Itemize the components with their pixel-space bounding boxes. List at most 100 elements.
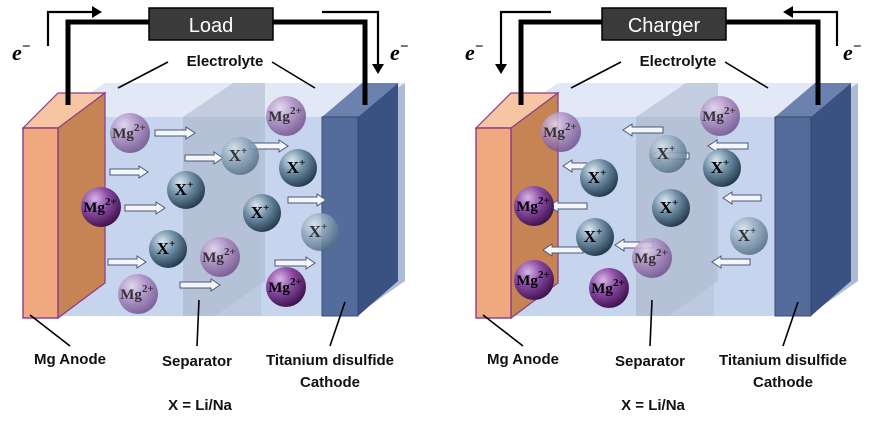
x-ion: X+	[652, 189, 690, 227]
ion-charge: +	[263, 202, 269, 214]
ion-charge: 2+	[538, 269, 550, 281]
ion-charge: +	[596, 226, 602, 238]
electron-sign: −	[400, 39, 409, 55]
ion-label: Mg2+	[112, 122, 145, 142]
electron-arrowhead-right	[783, 6, 793, 18]
mg-ion: Mg2+	[81, 187, 121, 227]
ion-charge: 2+	[538, 195, 550, 207]
electron-arrowhead-left	[92, 6, 102, 18]
ion-label: X+	[588, 167, 607, 187]
mg-ion: Mg2+	[541, 112, 581, 152]
ion-charge: +	[723, 157, 729, 169]
ion-label: Mg2+	[268, 105, 301, 125]
electrolyte-label: Electrolyte	[640, 53, 717, 70]
wire-right	[272, 19, 368, 105]
ion-label: X+	[309, 221, 328, 241]
ion-arrow	[107, 255, 147, 269]
ion-label: Mg2+	[120, 283, 153, 303]
ion-sphere	[652, 189, 690, 227]
separator-leader	[196, 299, 200, 347]
electron-sign: −	[475, 39, 484, 55]
ion-label: X+	[738, 225, 757, 245]
separator-label: Separator	[162, 353, 232, 370]
ion-symbol: Mg	[268, 109, 290, 125]
ion-label: X+	[660, 197, 679, 217]
ion-symbol: Mg	[202, 250, 224, 266]
separator-leader	[649, 299, 653, 347]
ion-sphere	[200, 237, 240, 277]
x-ion: X+	[730, 217, 768, 255]
mg-ion: Mg2+	[118, 274, 158, 314]
ion-arrow	[722, 191, 762, 205]
ion-label: Mg2+	[702, 105, 735, 125]
cathode-label-line1: Titanium disulfide	[719, 352, 847, 369]
ion-sphere	[700, 96, 740, 136]
ion-arrow	[542, 243, 584, 257]
ion-charge: 2+	[290, 105, 302, 117]
ion-symbol: X	[229, 146, 242, 165]
ion-label: X+	[584, 226, 603, 246]
cathode-front	[774, 116, 812, 317]
cathode-side	[811, 83, 851, 316]
ion-symbol: X	[309, 222, 322, 241]
mg-ion: Mg2+	[200, 237, 240, 277]
electron-arrowhead-right	[372, 64, 384, 74]
ion-arrow	[622, 123, 664, 137]
ion-charge: 2+	[142, 283, 154, 295]
cathode-side	[358, 83, 398, 316]
electron-sign: −	[853, 39, 862, 55]
ion-charge: 2+	[613, 277, 625, 289]
mg-ion: Mg2+	[589, 268, 629, 308]
ion-arrow	[711, 255, 751, 269]
ion-label: X+	[157, 238, 176, 258]
ion-sphere	[589, 268, 629, 308]
ion-symbol: Mg	[634, 251, 656, 267]
x-ion: X+	[279, 149, 317, 187]
ion-symbol: X	[738, 226, 751, 245]
ion-symbol: Mg	[112, 126, 134, 142]
discharge-panel: Loade−e−ElectrolyteMg2+Mg2+X+X+Mg2+X+X+X…	[12, 6, 409, 414]
electron-label-right: e−	[390, 39, 409, 65]
ion-charge: +	[299, 157, 305, 169]
ion-charge: 2+	[656, 247, 668, 259]
mg-ion: Mg2+	[700, 96, 740, 136]
electrolyte-label: Electrolyte	[187, 53, 264, 70]
ion-charge: +	[672, 197, 678, 209]
ion-label: X+	[287, 157, 306, 177]
ion-sphere	[266, 267, 306, 307]
ion-charge: 2+	[565, 121, 577, 133]
ion-charge: +	[600, 167, 606, 179]
mg-ion: Mg2+	[266, 96, 306, 136]
ion-label: X+	[657, 143, 676, 163]
electron-symbol: e	[12, 40, 22, 65]
ion-sphere	[576, 218, 614, 256]
electron-sign: −	[22, 39, 31, 55]
ion-label: Mg2+	[516, 195, 549, 215]
ion-charge: 2+	[224, 246, 236, 258]
mg-ion: Mg2+	[514, 186, 554, 226]
cathode-leader	[329, 301, 346, 347]
cathode-label-line2: Cathode	[300, 374, 360, 391]
ion-label: Mg2+	[591, 277, 624, 297]
ion-label: X+	[175, 179, 194, 199]
electron-arrow-left	[499, 10, 551, 66]
anode-label: Mg Anode	[34, 351, 106, 368]
ion-symbol: X	[287, 158, 300, 177]
separator-label: Separator	[615, 353, 685, 370]
device-box	[148, 7, 274, 41]
x-ion: X+	[149, 230, 187, 268]
cathode-leader	[782, 301, 799, 347]
ion-sphere	[301, 213, 339, 251]
x-ion: X+	[167, 171, 205, 209]
ion-symbol: Mg	[543, 125, 565, 141]
ion-symbol: Mg	[516, 273, 538, 289]
ion-sphere	[110, 113, 150, 153]
ion-sphere	[649, 135, 687, 173]
ion-sphere	[149, 230, 187, 268]
ion-symbol: Mg	[516, 199, 538, 215]
mg-ion: Mg2+	[514, 260, 554, 300]
ion-arrow	[124, 201, 166, 215]
ion-label: Mg2+	[543, 121, 576, 141]
electrolyte-leader-right	[271, 61, 316, 89]
device-label: Charger	[628, 15, 701, 37]
